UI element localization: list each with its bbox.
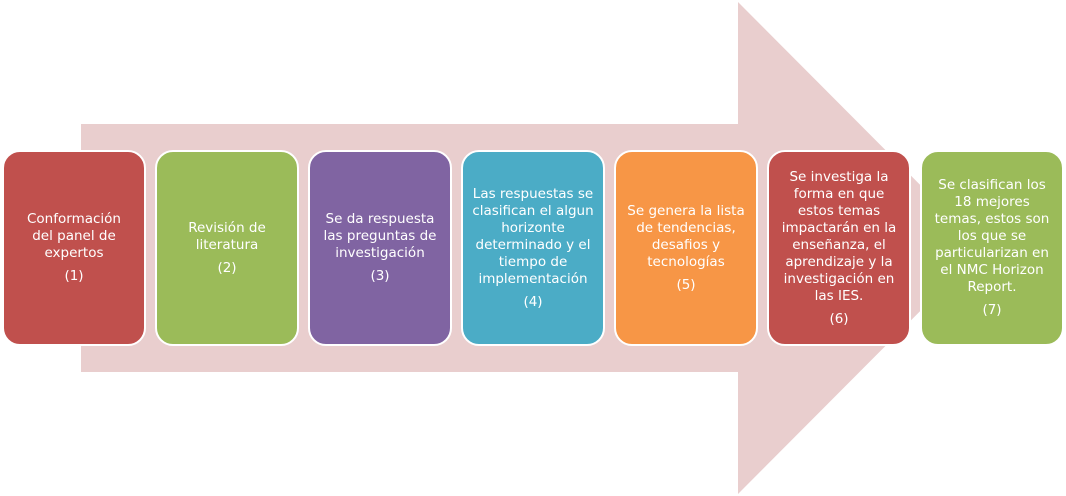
step-3-number: (3) <box>370 268 390 284</box>
step-4-box: Las respuestas se clasifican el algun ho… <box>461 150 605 346</box>
step-6-number: (6) <box>829 310 849 327</box>
step-5-text: Se genera la lista de tendencias, desafi… <box>627 202 745 270</box>
step-6-text: Se investiga la forma en que estos temas… <box>781 168 897 304</box>
step-3-text: Se da respuesta las preguntas de investi… <box>323 211 437 261</box>
step-6-box: Se investiga la forma en que estos temas… <box>767 150 911 346</box>
step-2-text: Revisión de literatura <box>188 219 266 253</box>
step-1-number: (1) <box>64 268 84 284</box>
step-4-number: (4) <box>523 293 543 310</box>
step-7-number: (7) <box>982 302 1002 318</box>
step-1-text: Conformación del panel de expertos <box>27 211 121 261</box>
step-7-text: Se clasifican los 18 mejores temas, esto… <box>934 177 1050 295</box>
step-2-number: (2) <box>217 259 237 276</box>
step-1-box: Conformación del panel de expertos (1) <box>2 150 146 346</box>
step-7-box: Se clasifican los 18 mejores temas, esto… <box>920 150 1064 346</box>
step-4-text: Las respuestas se clasifican el algun ho… <box>472 185 594 287</box>
step-2-box: Revisión de literatura (2) <box>155 150 299 346</box>
step-3-box: Se da respuesta las preguntas de investi… <box>308 150 452 346</box>
step-5-number: (5) <box>676 276 696 293</box>
step-5-box: Se genera la lista de tendencias, desafi… <box>614 150 758 346</box>
